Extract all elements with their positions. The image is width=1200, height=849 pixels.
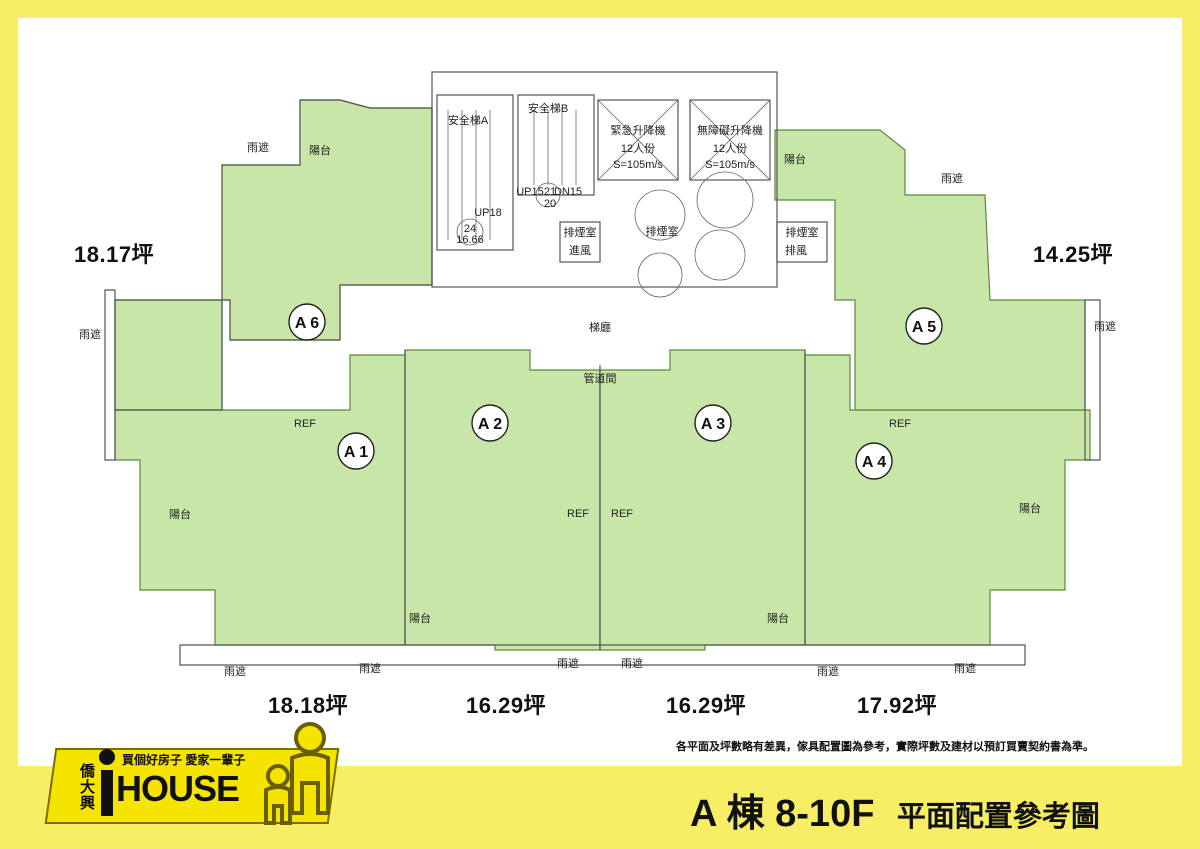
smoke-room-right — [776, 221, 828, 263]
smoke-room-left — [559, 221, 601, 263]
balcony-label-1: 陽台 — [309, 143, 331, 157]
logo-house-text: HOUSE — [116, 768, 240, 809]
unit-a2-marker — [471, 404, 509, 442]
area-a6: 18.17坪 — [74, 242, 155, 267]
stair-a-steps: 24 — [464, 223, 476, 235]
unit-a1-label: A 1 — [344, 444, 368, 461]
title: A 棟 8-10F 平面配置參考圖 — [690, 782, 1100, 837]
canopy-label-2: 雨遮 — [79, 327, 101, 341]
unit-a1-marker — [337, 432, 375, 470]
stair-a-height: 16.66 — [456, 234, 484, 246]
balcony-label-2: 陽台 — [169, 507, 191, 521]
canopy-label-8: 雨遮 — [954, 661, 976, 675]
logo-brand-name: 僑大興 — [80, 763, 96, 812]
elevator-emergency — [597, 99, 679, 181]
logo-slogan: 買個好房子 愛家一輩子 — [122, 753, 246, 767]
balcony-label-4: 陽台 — [767, 611, 789, 625]
logo-i-icon — [99, 749, 115, 816]
plan-subtitle: 平面配置參考圖 — [896, 801, 1100, 833]
canopy-label-4: 雨遮 — [359, 661, 381, 675]
area-a4: 17.92坪 — [857, 693, 938, 718]
unit-a5-marker — [905, 307, 943, 345]
unit-a3-area — [599, 349, 806, 651]
unit-a6-label: A 6 — [295, 315, 319, 332]
unit-a3-label: A 3 — [701, 416, 725, 433]
stair-dn15: DN15 — [554, 186, 582, 198]
canopy-label-9: 雨遮 — [1094, 319, 1116, 333]
stair-b — [517, 94, 595, 196]
balcony-label-5: 陽台 — [1019, 501, 1041, 515]
canopy-label-3: 雨遮 — [224, 664, 246, 678]
emergency-elevator-label: 緊急升降機 — [611, 123, 666, 137]
canopy-label-5: 雨遮 — [557, 656, 579, 670]
stair-b-num2: 20 — [544, 198, 556, 210]
stair-b-num: 21 — [544, 186, 556, 198]
family-icon — [264, 722, 330, 825]
emergency-elevator-speed: S=105m/s — [613, 159, 663, 171]
area-a1: 18.18坪 — [268, 693, 349, 718]
ref-label-1: REF — [294, 418, 316, 430]
unit-a4-label: A 4 — [862, 454, 886, 471]
hall-label: 梯廳 — [589, 320, 611, 334]
unit-a4-marker — [855, 442, 893, 480]
canopy-label-7: 雨遮 — [817, 664, 839, 678]
brand-logo: 僑大興 買個好房子 愛家一輩子 HOUSE — [40, 718, 340, 828]
accessible-elevator-capacity: 12人份 — [713, 142, 747, 155]
area-a5: 14.25坪 — [1033, 242, 1114, 267]
smoke-outlet-label: 排風 — [785, 243, 807, 257]
stair-a — [436, 94, 514, 251]
canopy-label-1: 雨遮 — [247, 140, 269, 154]
unit-a5-label: A 5 — [912, 319, 936, 336]
ref-label-4: REF — [889, 418, 911, 430]
ref-label-3: REF — [611, 508, 633, 520]
accessible-elevator-label: 無障礙升降機 — [697, 123, 763, 137]
area-a3: 16.29坪 — [666, 693, 747, 718]
unit-a2-label: A 2 — [478, 416, 502, 433]
unit-a3-marker — [694, 404, 732, 442]
canopy-label-6: 雨遮 — [621, 656, 643, 670]
balcony-label-3: 陽台 — [409, 611, 431, 625]
emergency-elevator-capacity: 12人份 — [621, 142, 655, 155]
stair-up18: UP18 — [474, 207, 502, 219]
unit-a6-marker — [288, 303, 326, 341]
smoke-room-right-label: 排煙室 — [786, 225, 819, 239]
smoke-room-left-label: 排煙室 — [564, 225, 597, 239]
smoke-intake-label: 進風 — [569, 244, 591, 257]
accessible-elevator-speed: S=105m/s — [705, 159, 755, 171]
canopy-label-10: 雨遮 — [941, 171, 963, 185]
unit-a2-area — [404, 349, 601, 651]
shaft-label: 管道間 — [584, 371, 617, 385]
smoke-room-label: 排煙室 — [646, 224, 679, 238]
stair-a-label: 安全梯A — [448, 113, 489, 127]
stair-up15: UP15 — [516, 186, 544, 198]
area-a2: 16.29坪 — [466, 693, 547, 718]
elevator-accessible — [689, 99, 771, 181]
building-title: A 棟 8-10F — [690, 793, 875, 835]
disclaimer: 各平面及坪數略有差異，傢具配置圖為參考，實際坪數及建材以預訂買賣契約書為準。 — [676, 741, 1094, 753]
stair-b-label: 安全梯B — [528, 101, 568, 115]
balcony-label-6: 陽台 — [784, 152, 806, 166]
ref-label-2: REF — [567, 508, 589, 520]
